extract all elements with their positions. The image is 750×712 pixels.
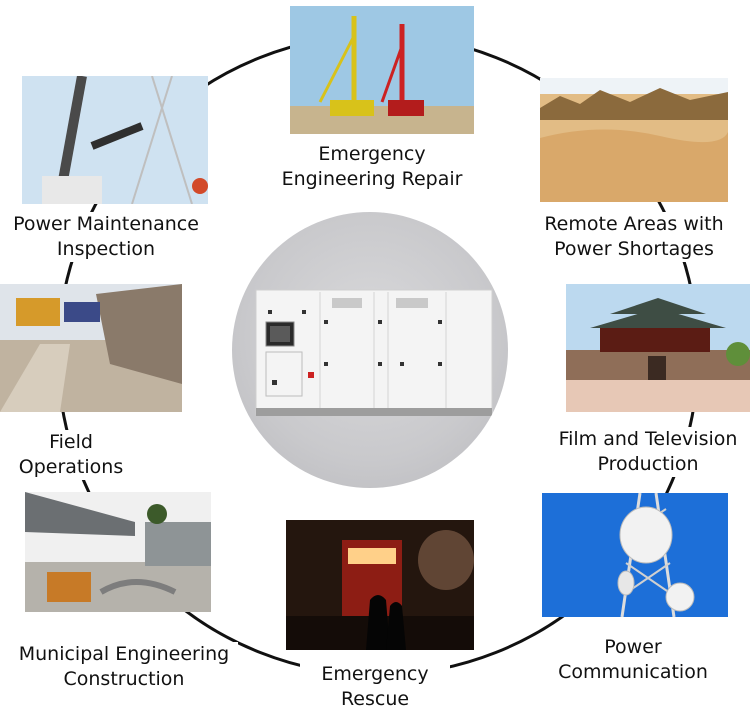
label-emergency-engineering-repair: Emergency Engineering Repair [262, 142, 482, 192]
power-maintenance-photo [22, 76, 208, 204]
label-remote-areas: Remote Areas with Power Shortages [536, 212, 732, 262]
label-line: Inspection [56, 238, 156, 260]
label-line: Construction [63, 668, 185, 690]
label-line: Communication [558, 661, 708, 683]
generator-icon [255, 289, 493, 416]
emergency-rescue-photo [286, 520, 474, 650]
label-line: Power Shortages [554, 238, 714, 260]
power-communication-photo [542, 493, 728, 617]
remote-areas-photo [540, 78, 728, 202]
label-line: Power [604, 636, 662, 658]
label-line: Engineering Repair [281, 168, 463, 190]
label-film-television: Film and Television Production [550, 427, 746, 477]
label-line: Rescue [340, 688, 410, 710]
center-generator [232, 212, 508, 488]
label-municipal-engineering: Municipal Engineering Construction [10, 642, 238, 692]
label-line: Remote Areas with [544, 213, 724, 235]
label-line: Production [597, 453, 699, 475]
label-line: Operations [18, 456, 124, 478]
label-power-communication: Power Communication [548, 635, 718, 685]
label-line: Power Maintenance [13, 213, 199, 235]
film-television-photo [566, 284, 750, 412]
label-line: Emergency [318, 143, 426, 165]
field-operations-photo [0, 284, 182, 412]
label-line: Field [49, 431, 93, 453]
label-line: Film and Television [558, 428, 738, 450]
label-line: Emergency [321, 663, 429, 685]
label-power-maintenance: Power Maintenance Inspection [4, 212, 208, 262]
label-line: Municipal Engineering [18, 643, 230, 665]
label-emergency-rescue: Emergency Rescue [300, 662, 450, 712]
label-field-operations: Field Operations [14, 430, 128, 480]
emergency-engineering-repair-photo [290, 6, 474, 134]
municipal-engineering-photo [25, 492, 211, 612]
